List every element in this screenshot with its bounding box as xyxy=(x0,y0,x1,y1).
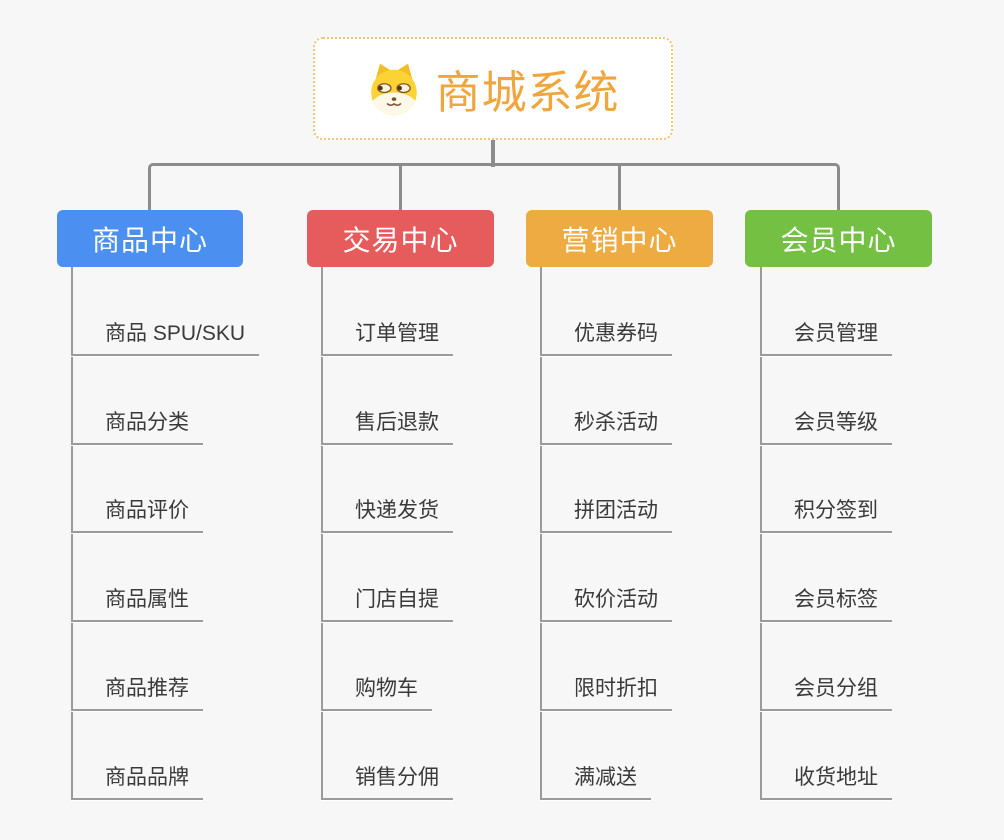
leaf-node[interactable]: 秒杀活动 xyxy=(540,406,672,445)
leaf-node[interactable]: 商品 SPU/SKU xyxy=(71,317,260,356)
connector-branch-frame xyxy=(148,163,840,210)
leaf-node[interactable]: 售后退款 xyxy=(321,406,453,445)
leaf-node[interactable]: 积分签到 xyxy=(760,494,892,534)
leaf-node[interactable]: 购物车 xyxy=(321,672,432,712)
branch-label: 会员中心 xyxy=(780,224,897,256)
leaf-node[interactable]: 订单管理 xyxy=(321,317,453,356)
leaf-node[interactable]: 商品品牌 xyxy=(71,761,203,800)
branch-column-marketing-center: 优惠券码 秒杀活动 拼团活动 砍价活动 限时折扣 满减送 xyxy=(540,267,672,800)
branch-node-product-center[interactable]: 商品中心 xyxy=(57,210,243,267)
doge-face-icon xyxy=(371,63,418,115)
branch-column-member-center: 会员管理 会员等级 积分签到 会员标签 会员分组 收货地址 xyxy=(760,267,892,800)
leaf-node[interactable]: 会员分组 xyxy=(760,672,892,712)
leaf-node[interactable]: 限时折扣 xyxy=(540,672,672,712)
branch-node-member-center[interactable]: 会员中心 xyxy=(745,210,932,267)
connector-drop-branch2 xyxy=(399,166,402,210)
root-node-mall-system[interactable]: 商城系统 xyxy=(313,37,673,140)
root-node-title: 商城系统 xyxy=(435,67,620,118)
branch-column-product-center: 商品 SPU/SKU 商品分类 商品评价 商品属性 商品推荐 商品品牌 xyxy=(71,267,260,800)
branch-label: 营销中心 xyxy=(561,224,678,256)
branch-label: 商品中心 xyxy=(91,224,208,256)
leaf-node[interactable]: 会员管理 xyxy=(760,317,892,356)
leaf-node[interactable]: 销售分佣 xyxy=(321,761,453,800)
branch-label: 交易中心 xyxy=(342,224,459,256)
leaf-node[interactable]: 满减送 xyxy=(540,761,651,800)
branch-column-trade-center: 订单管理 售后退款 快递发货 门店自提 购物车 销售分佣 xyxy=(321,267,453,800)
leaf-node[interactable]: 拼团活动 xyxy=(540,494,672,534)
leaf-node[interactable]: 收货地址 xyxy=(760,761,892,800)
branch-node-marketing-center[interactable]: 营销中心 xyxy=(526,210,713,267)
leaf-node[interactable]: 商品评价 xyxy=(71,494,203,534)
leaf-node[interactable]: 商品属性 xyxy=(71,583,203,623)
leaf-node[interactable]: 会员标签 xyxy=(760,583,892,623)
connector-root-drop xyxy=(491,140,495,167)
leaf-node[interactable]: 门店自提 xyxy=(321,583,453,623)
branch-node-trade-center[interactable]: 交易中心 xyxy=(307,210,494,267)
leaf-node[interactable]: 快递发货 xyxy=(321,494,453,534)
leaf-node[interactable]: 会员等级 xyxy=(760,406,892,445)
leaf-node[interactable]: 砍价活动 xyxy=(540,583,672,623)
connector-drop-branch3 xyxy=(618,166,621,210)
leaf-node[interactable]: 商品分类 xyxy=(71,406,203,445)
leaf-node[interactable]: 优惠券码 xyxy=(540,317,672,356)
leaf-node[interactable]: 商品推荐 xyxy=(71,672,203,712)
